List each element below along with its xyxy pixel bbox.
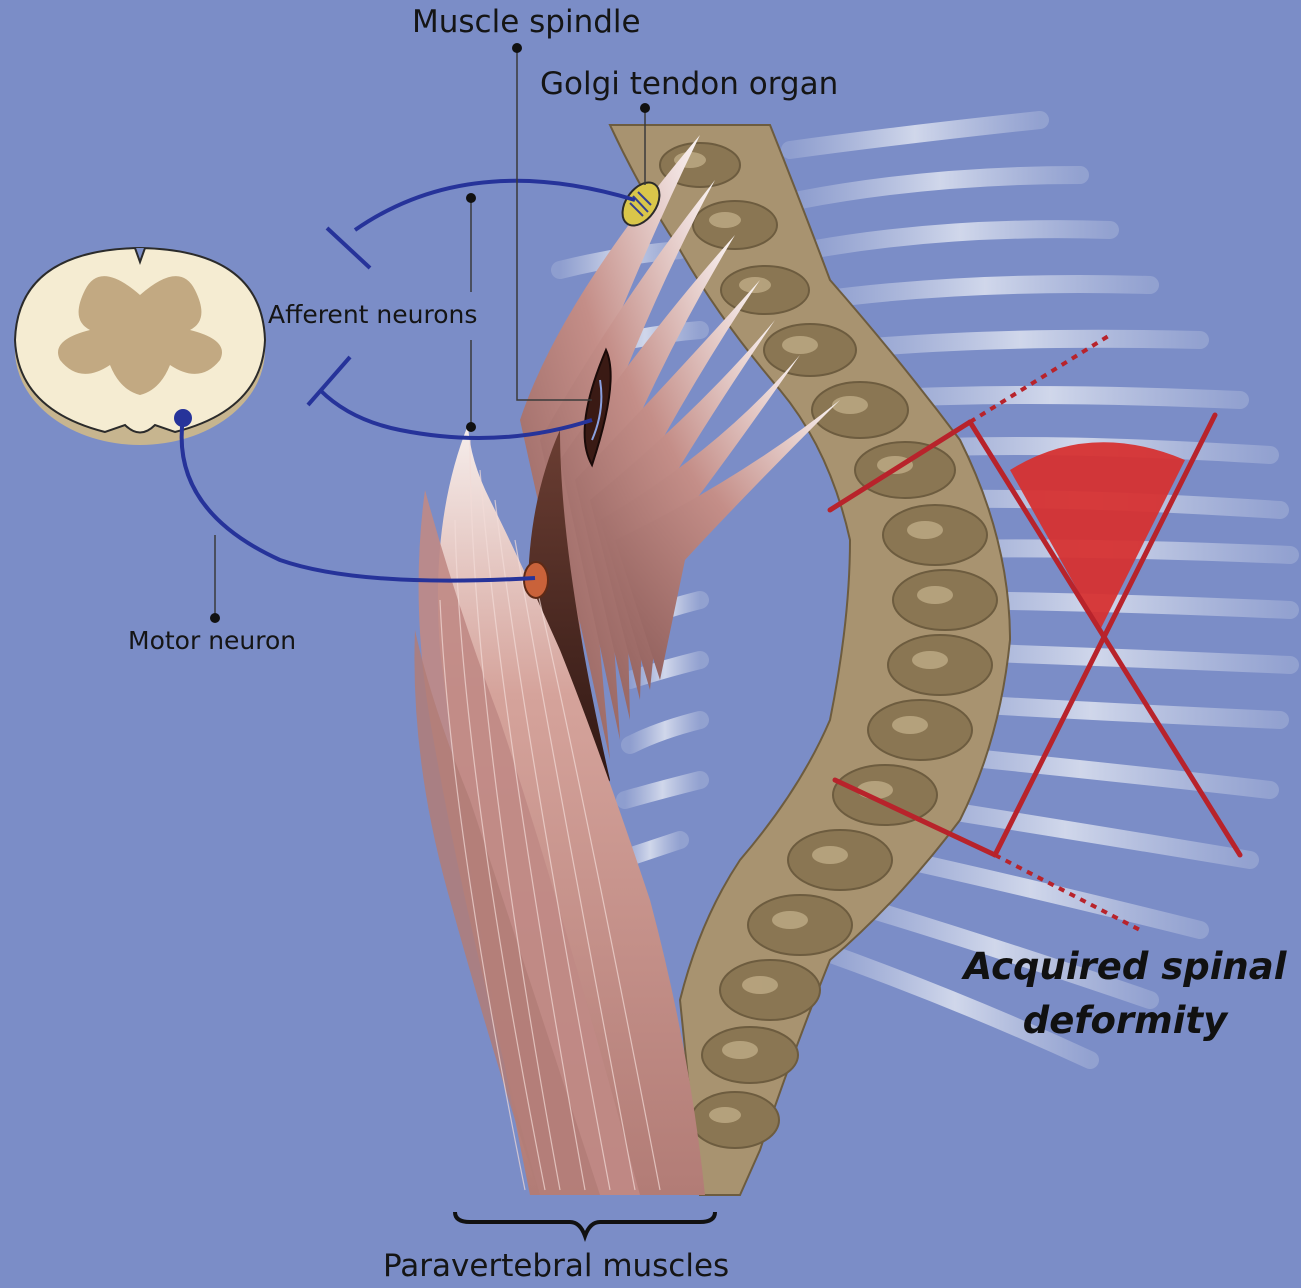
spinal-cord-cross-section bbox=[15, 248, 265, 445]
motor-neuron-label: Motor neuron bbox=[128, 626, 296, 655]
deformity-title-line-2: deformity bbox=[950, 994, 1300, 1048]
paravertebral-muscles-label: Paravertebral muscles bbox=[383, 1248, 729, 1284]
acquired-spinal-deformity-label: Acquired spinal deformity bbox=[950, 940, 1300, 1048]
afferent-neurons-label: Afferent neurons bbox=[268, 300, 477, 329]
deformity-title-line-1: Acquired spinal bbox=[950, 940, 1300, 994]
muscle-spindle-label: Muscle spindle bbox=[412, 4, 641, 40]
paravertebral-brace bbox=[455, 1212, 715, 1236]
golgi-tendon-organ-label: Golgi tendon organ bbox=[540, 66, 838, 102]
